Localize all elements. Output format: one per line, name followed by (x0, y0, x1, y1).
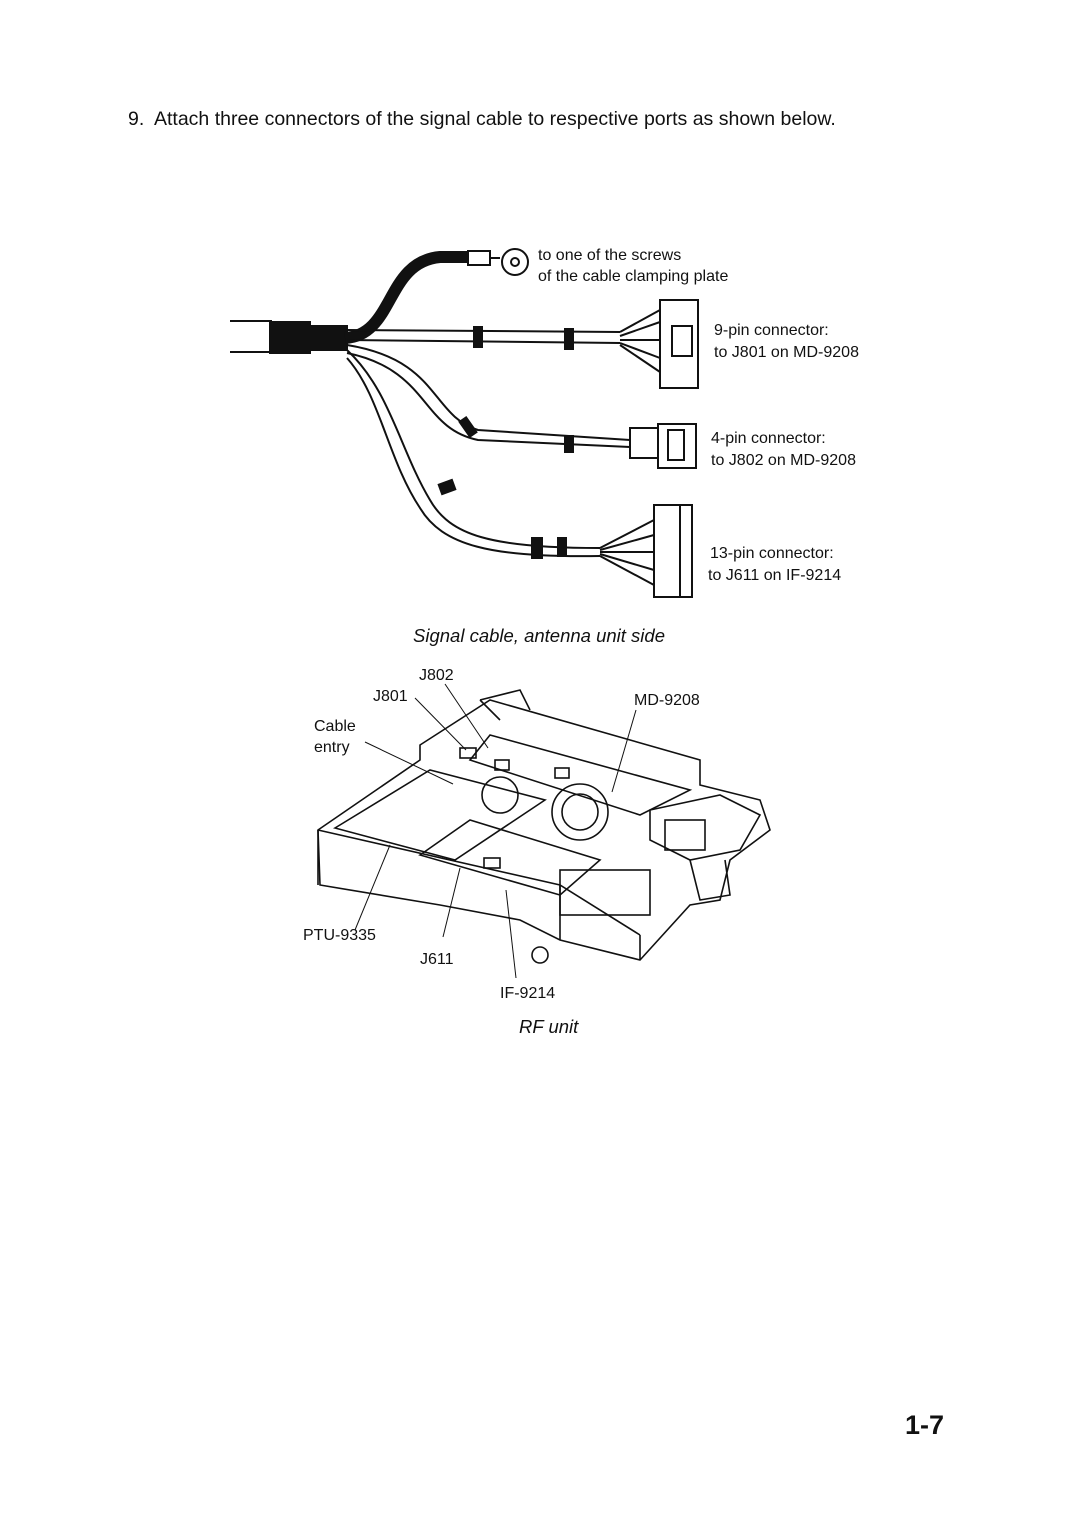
rf-unit-drawing (317, 683, 771, 979)
figure1-caption: Signal cable, antenna unit side (413, 625, 665, 646)
connector-9pin-target: to J801 on MD-9208 (714, 344, 859, 361)
label-j802: J802 (419, 667, 454, 684)
label-ptu-9335: PTU-9335 (303, 927, 376, 944)
step-number: 9. (128, 108, 145, 130)
label-cable-entry-line2: entry (314, 739, 350, 756)
label-md-9208: MD-9208 (634, 692, 700, 709)
connector-13pin-name: 13-pin connector: (710, 545, 834, 562)
label-j801: J801 (373, 688, 408, 705)
step-instruction: 9. Attach three connectors of the signal … (128, 106, 1028, 132)
screw-label-line1: to one of the screws (538, 247, 682, 264)
connector-9pin-name: 9-pin connector: (714, 322, 829, 339)
label-cable-entry-line1: Cable (314, 718, 356, 735)
label-j611: J611 (420, 951, 454, 968)
connector-4pin-target: to J802 on MD-9208 (711, 452, 856, 469)
connector-13pin-target: to J611 on IF-9214 (708, 567, 842, 584)
page-number: 1-7 (904, 1410, 944, 1440)
figure2-caption: RF unit (519, 1016, 579, 1037)
signal-cable-drawing (230, 248, 699, 598)
screw-label-line2: of the cable clamping plate (538, 268, 729, 285)
connector-4pin-name: 4-pin connector: (711, 430, 826, 447)
label-if-9214: IF-9214 (500, 985, 556, 1002)
step-text: Attach three connectors of the signal ca… (154, 108, 836, 130)
